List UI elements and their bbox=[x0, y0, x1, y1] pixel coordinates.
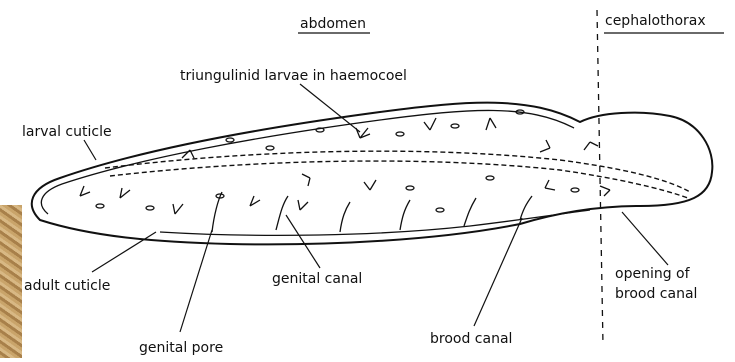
genital-canal-4 bbox=[400, 200, 410, 230]
genital-canal-label: genital canal bbox=[272, 271, 362, 287]
brood-canal-dashed-upper bbox=[105, 151, 690, 192]
larvae-marks bbox=[80, 118, 610, 214]
larvae-label: triungulinid larvae in haemocoel bbox=[180, 68, 407, 84]
leader-larvae bbox=[300, 84, 360, 132]
brood-canal-label: brood canal bbox=[430, 331, 512, 347]
opening-label-line1: opening of bbox=[615, 266, 691, 282]
genital-canal-5 bbox=[464, 198, 476, 226]
leader-brood-canal bbox=[474, 218, 522, 326]
genital-canal-3 bbox=[340, 202, 350, 232]
larval-cuticle-label: larval cuticle bbox=[22, 124, 112, 140]
genital-canal-6 bbox=[520, 196, 532, 220]
genital-canal-2 bbox=[276, 196, 288, 230]
opening-label-line2: brood canal bbox=[615, 286, 697, 302]
abdomen-label: abdomen bbox=[300, 16, 366, 32]
cephalothorax-label: cephalothorax bbox=[605, 13, 706, 29]
leader-genital-pore bbox=[180, 230, 212, 332]
leader-larval-cuticle bbox=[84, 140, 96, 160]
leader-opening bbox=[622, 212, 668, 265]
leader-genital-canal bbox=[286, 215, 320, 268]
photo-edge-texture bbox=[0, 205, 22, 358]
genital-pore-label: genital pore bbox=[139, 340, 223, 356]
adult-cuticle-label: adult cuticle bbox=[24, 278, 110, 294]
region-divider bbox=[597, 10, 603, 345]
